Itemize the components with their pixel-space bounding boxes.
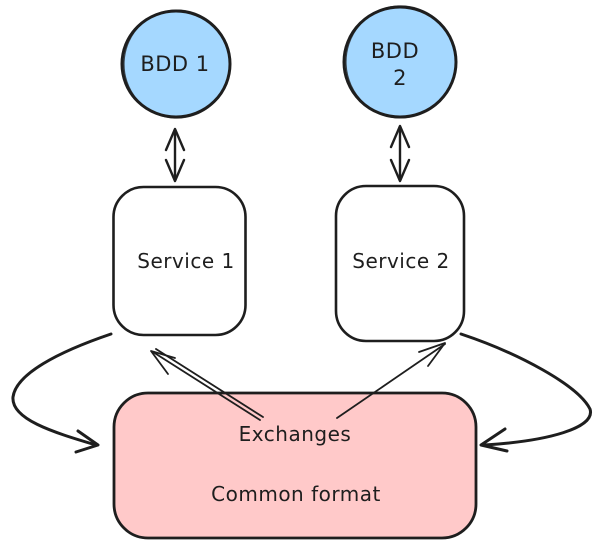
common-format-label: Common format [211,482,381,506]
bdd2-node: BDD 2 [342,5,458,119]
common-format-node [112,391,478,540]
exchanges-to-service2-line [336,343,446,419]
arrow-head-left-icon [479,427,509,453]
service2-box [334,184,466,343]
bdd1-service1-arrow [164,127,186,183]
exchanges-to-service1-line1 [152,351,261,421]
bdd2-service2-arrow [389,124,411,183]
arrow-head-up-icon [164,127,186,152]
service1-to-common-arrow-curve [11,332,113,447]
exchanges-to-service2-arrow [336,342,446,419]
arrow-head-down-icon [389,158,411,183]
service1-label: Service 1 [137,249,235,273]
service2-label: Service 2 [352,249,450,273]
exchanges-label: Exchanges [239,422,352,446]
exchanges-to-service1-line2 [155,348,264,418]
arrow-head-down-icon [164,158,186,183]
service2-to-common-arrow-curve [459,332,592,447]
bdd2-label-line1: BDD [371,39,419,63]
arrow-head-up-right-icon [418,342,446,367]
bdd1-label: BDD 1 [140,52,209,76]
arrow-head-right-icon [74,429,100,454]
bdd1-circle-sketch-stroke [123,9,231,119]
service2-node: Service 2 [334,184,466,343]
common-format-box [112,391,478,540]
bdd2-circle-sketch-stroke [345,5,457,119]
service1-to-common-arrow [11,332,113,454]
service1-node: Service 1 [112,185,247,337]
exchanges-to-service1-arrow [150,348,264,421]
bdd1-node: BDD 1 [120,9,232,119]
service1-box [112,185,247,337]
bdd2-label-line2: 2 [393,66,407,90]
arrow-head-up-icon [389,124,411,149]
arrow-head-up-left-icon [150,350,176,375]
service2-to-common-arrow [459,332,592,453]
